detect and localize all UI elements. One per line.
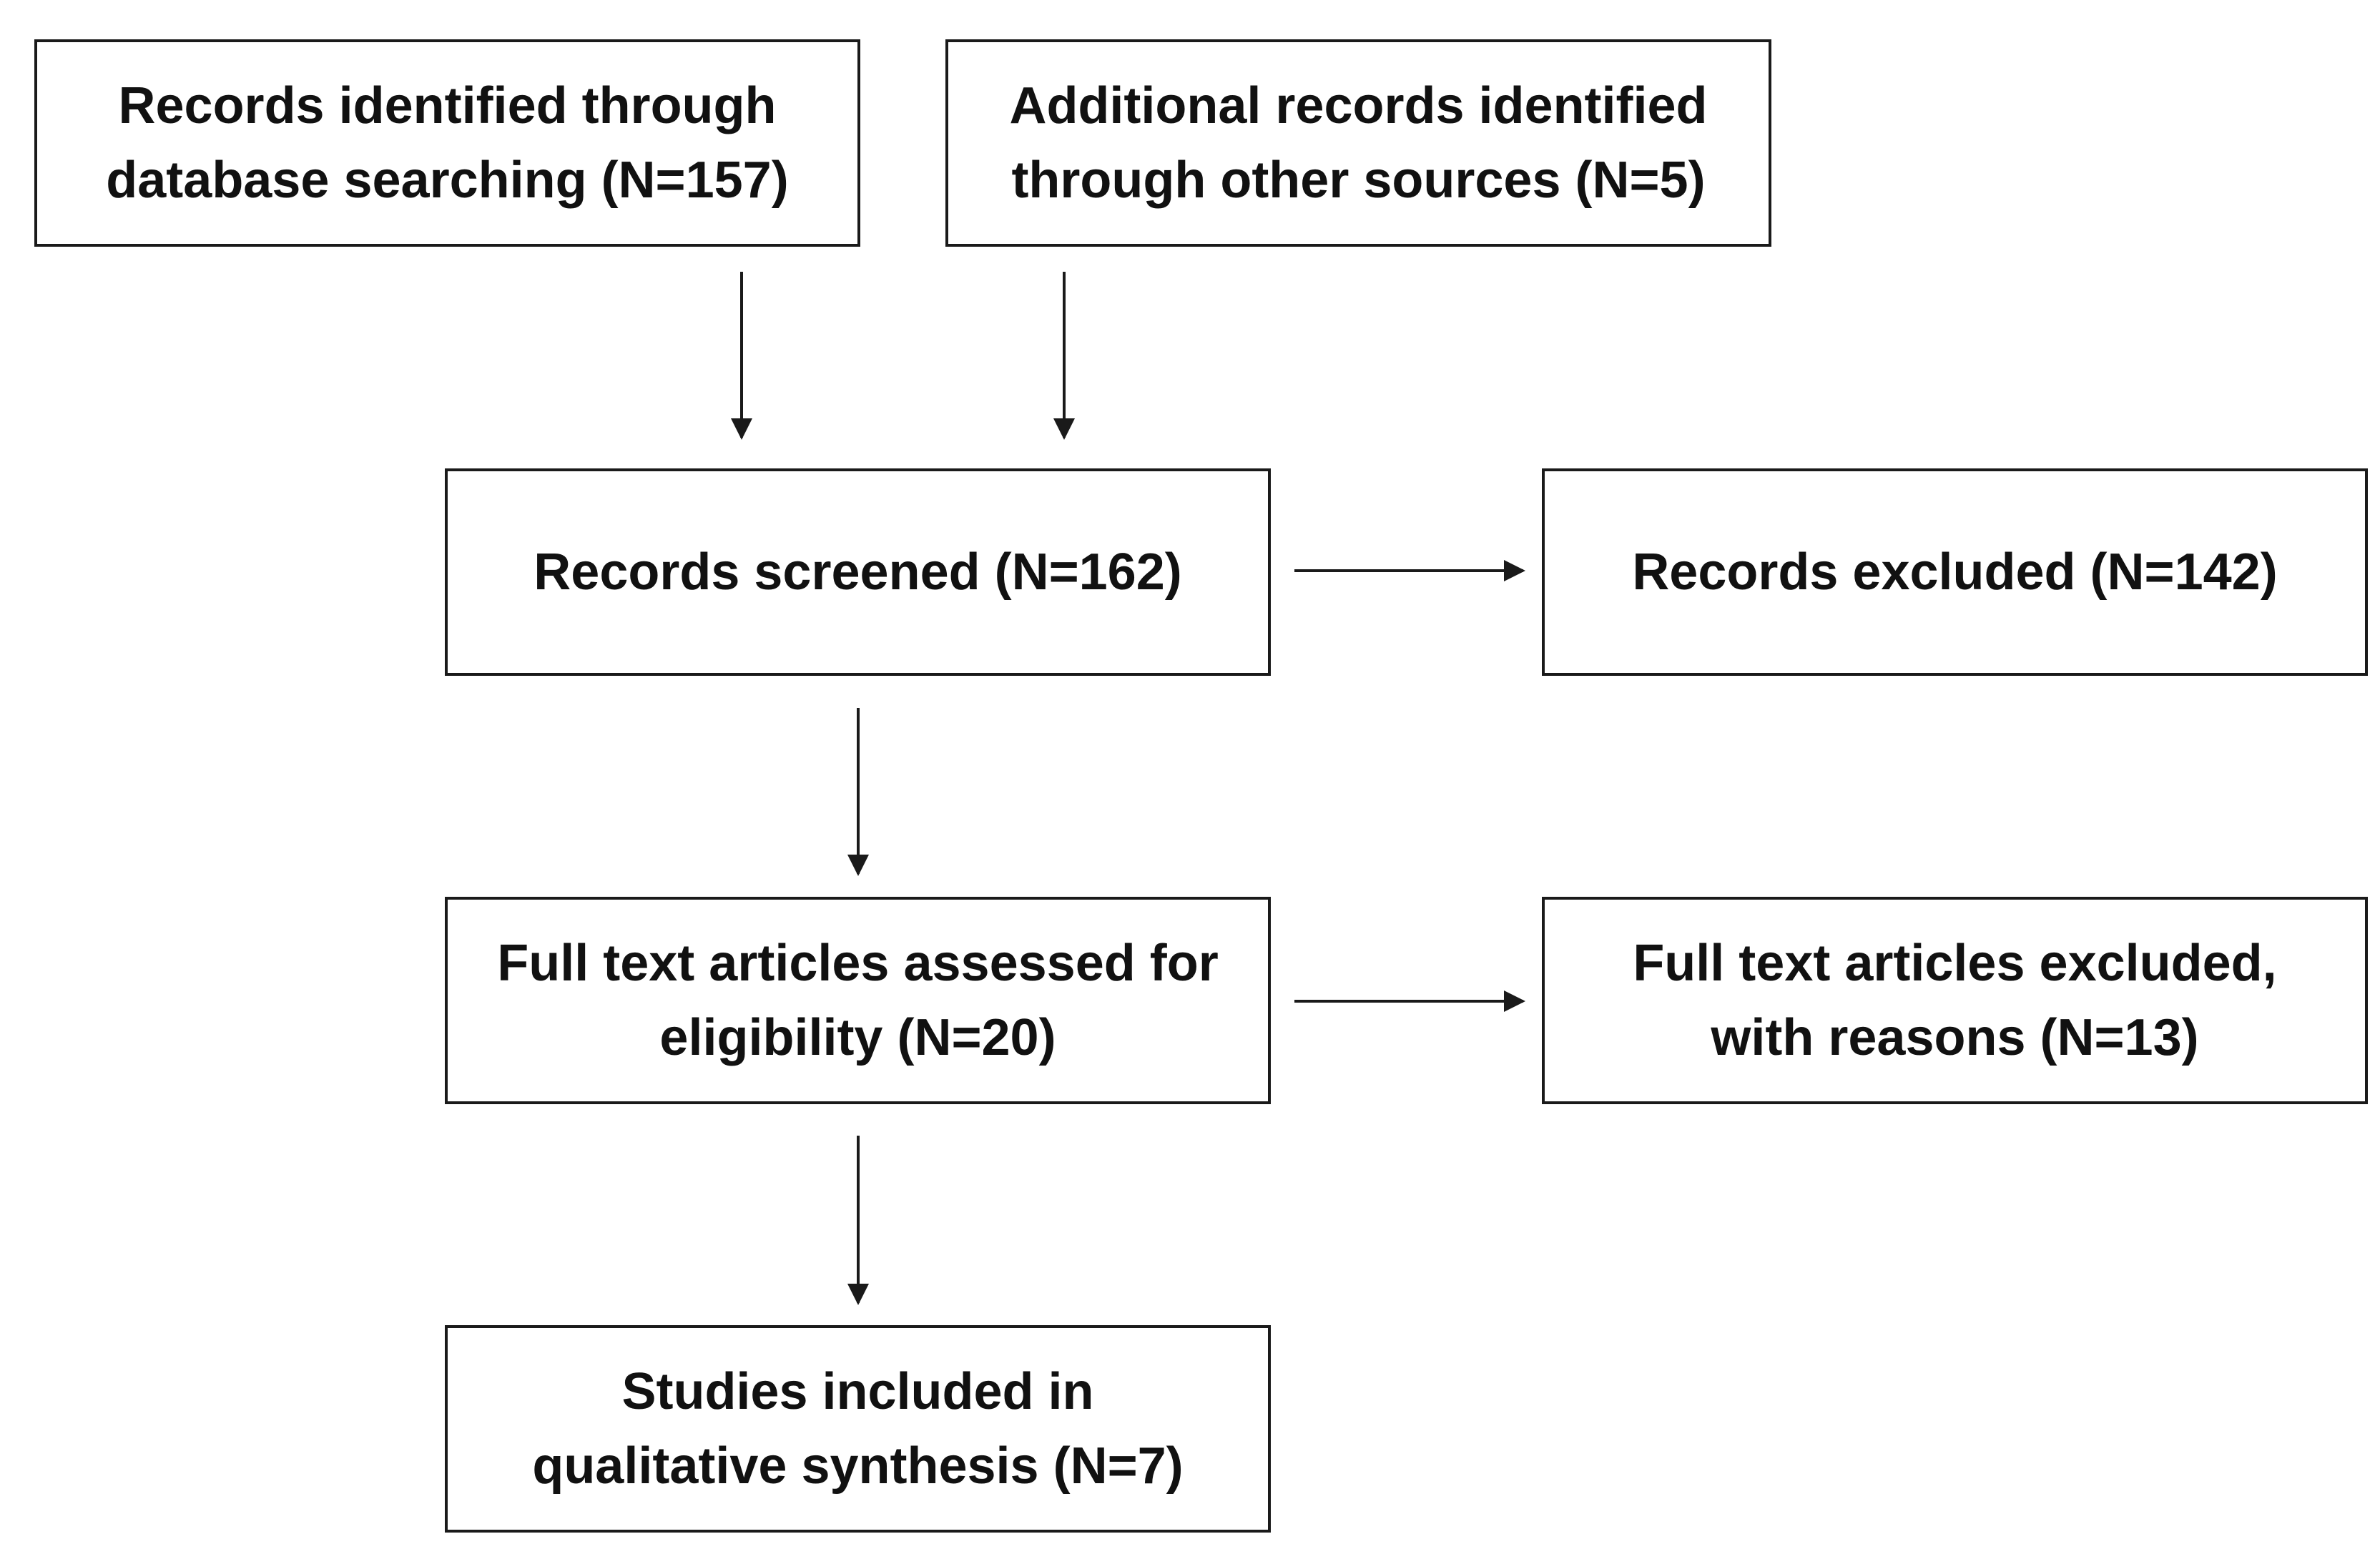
box-studies-included: Studies included in qualitative synthesi… (445, 1325, 1271, 1533)
box-fulltext-line1: Full text articles assessed for (497, 935, 1219, 992)
box-records-excluded: Records excluded (N=142) (1542, 468, 2368, 676)
box-records-screened: Records screened (N=162) (445, 468, 1271, 676)
box-database-line2: database searching (N=157) (106, 152, 789, 209)
box-full-text-assessed: Full text articles assessed for eligibil… (445, 897, 1271, 1104)
box-included-line2: qualitative synthesis (N=7) (532, 1437, 1184, 1495)
box-database-line1: Records identified through (118, 77, 777, 134)
box-fulltext-line2: eligibility (N=20) (659, 1009, 1056, 1066)
box-other-line2: through other sources (N=5) (1011, 152, 1706, 209)
box-excluded-line1: Records excluded (N=142) (1632, 544, 2278, 601)
box-fulltext-excluded-line1: Full text articles excluded, (1633, 935, 2277, 992)
box-fulltext-excluded-line2: with reasons (N=13) (1711, 1009, 2199, 1066)
box-screened-line1: Records screened (N=162) (533, 544, 1182, 601)
box-included-line1: Studies included in (621, 1363, 1094, 1420)
box-database-search: Records identified through database sear… (34, 39, 860, 247)
box-other-line1: Additional records identified (1009, 77, 1708, 134)
box-full-text-excluded: Full text articles excluded, with reason… (1542, 897, 2368, 1104)
box-other-sources: Additional records identified through ot… (945, 39, 1771, 247)
